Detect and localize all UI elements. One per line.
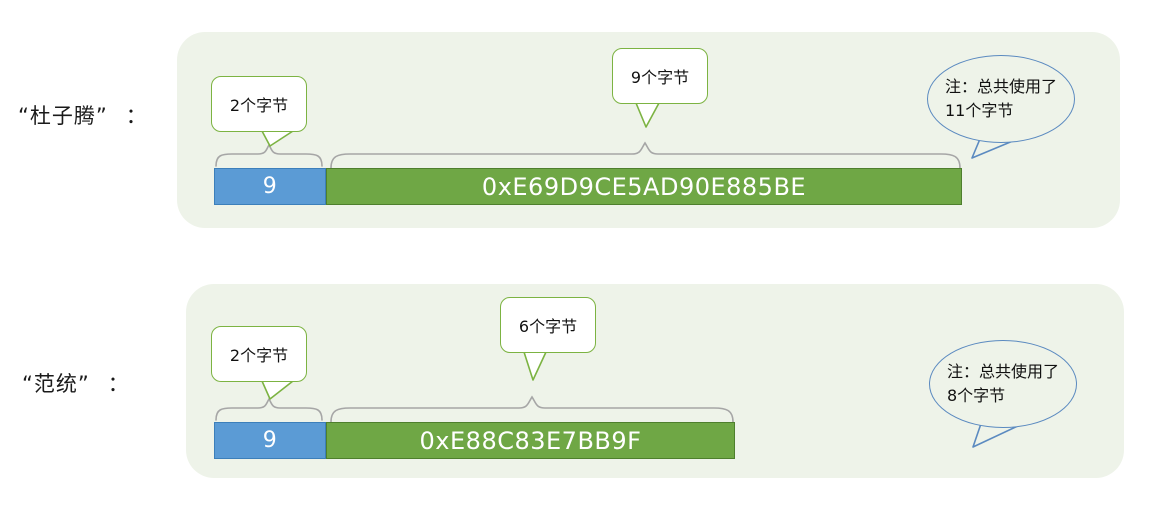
row-label-text: “范统” bbox=[22, 372, 90, 396]
callout-content-bytes-fantong: 6个字节 bbox=[500, 297, 596, 353]
callout-text: 6个字节 bbox=[518, 317, 578, 336]
row-label-text: “杜子腾” bbox=[18, 104, 108, 128]
field-length-duziteng: 9 bbox=[214, 168, 326, 205]
callout-length-bytes-fantong: 2个字节 bbox=[211, 326, 307, 382]
row-label-fantong: “范统” ： bbox=[22, 368, 130, 398]
note-line-1: 注：总共使用了 bbox=[946, 362, 1059, 381]
field-length-fantong: 9 bbox=[214, 422, 326, 459]
field-length-value: 9 bbox=[262, 428, 278, 453]
callout-length-bytes-duziteng: 2个字节 bbox=[211, 76, 307, 132]
callout-text: 2个字节 bbox=[229, 346, 289, 365]
row-label-colon: ： bbox=[107, 372, 130, 396]
row-label-duziteng: “杜子腾” ： bbox=[18, 100, 148, 130]
field-length-value: 9 bbox=[262, 174, 278, 199]
note-line-2: 11个字节 bbox=[944, 101, 1014, 120]
callout-text: 9个字节 bbox=[630, 68, 690, 87]
note-text: 注：总共使用了 11个字节 bbox=[935, 75, 1067, 123]
field-content-value: 0xE88C83E7BB9F bbox=[419, 426, 642, 455]
callout-text: 2个字节 bbox=[229, 96, 289, 115]
row-label-colon: ： bbox=[125, 104, 148, 128]
note-oval-duziteng: 注：总共使用了 11个字节 bbox=[927, 55, 1075, 143]
note-text: 注：总共使用了 8个字节 bbox=[937, 360, 1069, 408]
callout-content-bytes-duziteng: 9个字节 bbox=[612, 48, 708, 104]
note-line-1: 注：总共使用了 bbox=[944, 77, 1057, 96]
field-content-duziteng: 0xE69D9CE5AD90E885BE bbox=[326, 168, 962, 205]
field-content-fantong: 0xE88C83E7BB9F bbox=[326, 422, 735, 459]
field-content-value: 0xE69D9CE5AD90E885BE bbox=[481, 172, 807, 201]
note-oval-fantong: 注：总共使用了 8个字节 bbox=[929, 340, 1077, 428]
note-line-2: 8个字节 bbox=[946, 386, 1006, 405]
